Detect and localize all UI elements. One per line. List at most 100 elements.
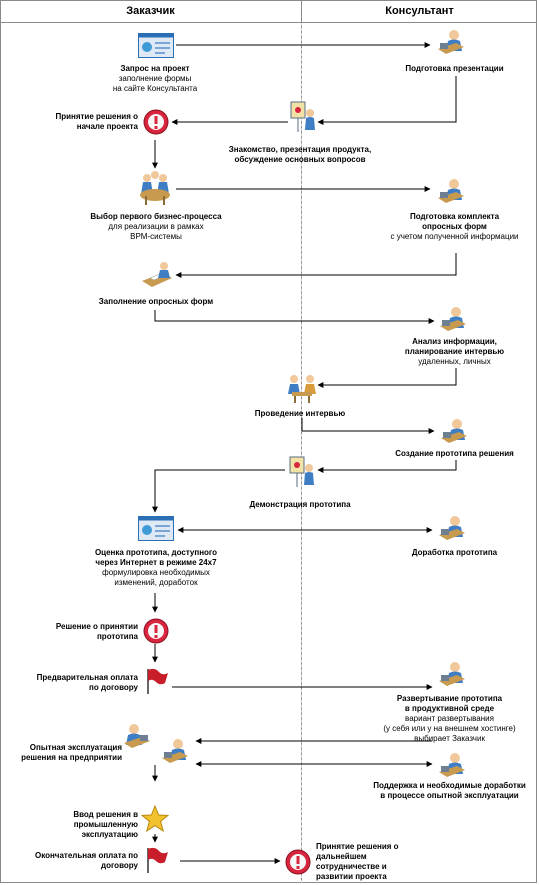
- header-divider: [0, 22, 537, 23]
- step-title-line: по договору: [89, 683, 138, 692]
- fill-forms-icon: [142, 262, 172, 287]
- step-label-s9: Проведение интервью: [230, 409, 370, 419]
- step-title-line: Принятие решения о: [316, 842, 399, 851]
- step-title-line: Создание прототипа решения: [395, 449, 514, 458]
- step-title-line: Знакомство, презентация продукта,: [228, 145, 372, 154]
- step-title-line: в продуктивной среде: [404, 704, 495, 713]
- step-note-line: для реализации в рамках: [108, 222, 204, 231]
- interview-icon: [288, 375, 316, 403]
- step-title-line: Опытная эксплуатация: [29, 743, 122, 752]
- step-label-s2: Подготовка презентации: [372, 64, 537, 74]
- step-title-line: Запрос на проект: [120, 64, 190, 73]
- consultant-prototype-icon: [441, 419, 467, 443]
- production-star-icon: [141, 805, 169, 833]
- web-form-screen-icon: [138, 33, 174, 58]
- presentation-icon: [290, 101, 315, 132]
- step-title-line: Поддержка и необходимые доработки: [373, 781, 526, 790]
- step-title-line: Решение о принятии: [55, 622, 138, 631]
- arrow-prep-to-meeting: [317, 76, 457, 125]
- step-title-line: Принятие решения о: [55, 112, 138, 121]
- step-note-line: вариант развертывания: [405, 714, 494, 723]
- step-title-line: планирование интервью: [404, 347, 505, 356]
- step-title-line: обсуждение основных вопросов: [234, 155, 366, 164]
- consultant-support-icon: [439, 753, 465, 777]
- step-title-line: Развертывание прототипа: [396, 694, 503, 703]
- column-header-customer: Заказчик: [126, 5, 175, 17]
- step-note-line: удаленных, личных: [418, 357, 491, 366]
- step-title-line: опросных форм: [422, 222, 487, 231]
- step-note-line: (у себя или у на внешнем хостинге): [383, 724, 516, 733]
- arrow-forms-to-fill: [175, 253, 457, 278]
- step-note-line: на сайте Консультанта: [112, 84, 198, 93]
- step-note-line: изменений, доработок: [114, 578, 198, 587]
- trial-operation-user2-icon: [162, 739, 188, 763]
- final-payment-flag-icon: [147, 847, 168, 873]
- step-title-line: прототипа: [96, 632, 138, 641]
- consultant-analysis-icon: [440, 307, 466, 331]
- step-title-line: начале проекта: [76, 122, 138, 131]
- column-header-consultant: Консультант: [385, 5, 454, 17]
- step-label-s13: Доработка прототипа: [372, 548, 537, 558]
- step-title-line: Анализ информации,: [412, 337, 497, 346]
- step-title-line: Выбор первого бизнес-процесса: [90, 212, 222, 221]
- step-title-line: развитии проекта: [316, 872, 387, 881]
- accept-alert-icon: [143, 618, 169, 644]
- step-title-line: Доработка прототипа: [411, 548, 498, 557]
- prepayment-flag-icon: [147, 668, 168, 694]
- step-title-line: промышленную эксплуатацию: [73, 820, 138, 839]
- consultant-forms-icon: [438, 179, 464, 203]
- step-note-line: заполнение формы: [118, 74, 192, 83]
- step-note-line: BPM-системы: [130, 232, 182, 241]
- step-title-line: Предварительная оплата: [36, 673, 138, 682]
- step-note-line: выбирает Заказчик: [414, 734, 485, 743]
- team-meeting-icon: [140, 171, 170, 205]
- step-title-line: Оценка прототипа, доступного: [94, 548, 218, 557]
- consultant-desk-icon: [438, 30, 464, 54]
- step-title-line: дальнейшем: [316, 852, 367, 861]
- cooperation-alert-icon: [285, 849, 311, 875]
- demo-presentation-icon: [289, 456, 314, 487]
- consultant-rework-icon: [439, 516, 465, 540]
- step-label-s10: Создание прототипа решения: [372, 449, 537, 459]
- column-guide-dashed: [301, 23, 302, 883]
- step-label-s7: Заполнение опросных форм: [80, 297, 232, 307]
- step-label-s11: Демонстрация прототипа: [230, 500, 370, 510]
- step-note-line: формулировка необходимых: [102, 568, 210, 577]
- step-title-line: Проведение интервью: [254, 409, 346, 418]
- arrow-analysis-to-interview: [317, 368, 457, 388]
- step-title-line: Ввод решения в: [73, 810, 138, 819]
- arrow-demo-to-evaluate: [152, 469, 285, 513]
- arrow-fill-to-analysis: [154, 310, 435, 324]
- step-title-line: в процессе опытной эксплуатации: [380, 791, 519, 800]
- decision-alert-icon: [143, 109, 169, 135]
- step-title-line: решения на предприятии: [21, 753, 122, 762]
- step-title-line: Окончательная оплата по: [34, 851, 138, 860]
- step-title-line: Демонстрация прототипа: [249, 500, 351, 509]
- step-label-s4: Знакомство, презентация продукта,обсужде…: [215, 145, 385, 165]
- prototype-screen-icon: [138, 516, 174, 541]
- step-title-line: Подготовка презентации: [405, 64, 504, 73]
- arrow-interview-to-build: [301, 418, 435, 434]
- consultant-deploy-icon: [439, 662, 465, 686]
- step-title-line: Подготовка комплекта: [409, 212, 500, 221]
- step-title-line: Заполнение опросных форм: [98, 297, 214, 306]
- step-note-line: с учетом полученной информации: [390, 232, 519, 241]
- arrow-build-to-demo: [317, 460, 457, 473]
- step-title-line: через Интернет в режиме 24x7: [95, 558, 217, 567]
- step-title-line: сотрудничестве и: [316, 862, 387, 871]
